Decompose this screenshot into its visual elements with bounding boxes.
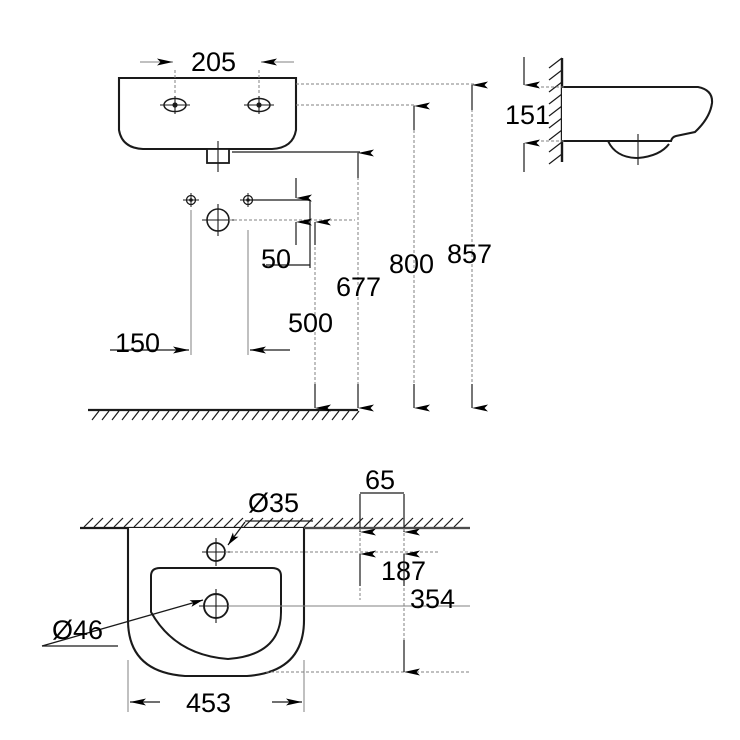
dimension-677: 677: [232, 149, 381, 412]
tap-hole-mark-right: [244, 96, 274, 114]
dimension-354-label: 354: [410, 584, 455, 614]
dimension-50: 50: [261, 178, 312, 274]
dimension-65: 65: [359, 465, 420, 536]
dimension-800-label: 800: [389, 249, 434, 279]
dimension-151-label: 151: [505, 100, 550, 130]
dimension-857: 857: [296, 81, 492, 412]
dimension-800: 800: [296, 102, 434, 412]
side-elevation-view: 151: [505, 57, 714, 172]
dimension-354: 354: [403, 528, 455, 676]
fixing-hole-mark-left: [183, 193, 199, 207]
dimension-453-label: 453: [186, 688, 231, 718]
dimension-50-label: 50: [261, 244, 291, 274]
dimension-500: 500: [288, 218, 333, 412]
dimension-dia35: Ø35: [227, 488, 313, 546]
tap-hole-mark-left: [160, 96, 190, 114]
dimension-205-label: 205: [191, 47, 236, 77]
dimension-500-label: 500: [288, 308, 333, 338]
dimension-150: 150: [110, 328, 290, 358]
dimension-151: 151: [505, 57, 566, 172]
dimension-dia46: Ø46: [41, 599, 204, 647]
dimension-150-label: 150: [115, 328, 160, 358]
wall-hatching-plan: [83, 517, 464, 528]
basin-side-outline: [562, 85, 714, 143]
dimension-205: 205: [140, 47, 294, 93]
front-elevation-view: 205: [88, 47, 492, 421]
wall-hatching-side: [548, 57, 563, 165]
dimension-65-label: 65: [365, 465, 395, 495]
floor-line: [88, 408, 360, 421]
dimension-677-label: 677: [336, 272, 381, 302]
basin-front-outline: [117, 76, 298, 151]
plan-view: Ø35 Ø46 65: [41, 465, 470, 718]
dimension-857-label: 857: [447, 239, 492, 269]
dimension-dia35-label: Ø35: [248, 488, 299, 518]
dimension-dia46-label: Ø46: [52, 615, 103, 645]
dimension-453: 453: [130, 688, 302, 718]
